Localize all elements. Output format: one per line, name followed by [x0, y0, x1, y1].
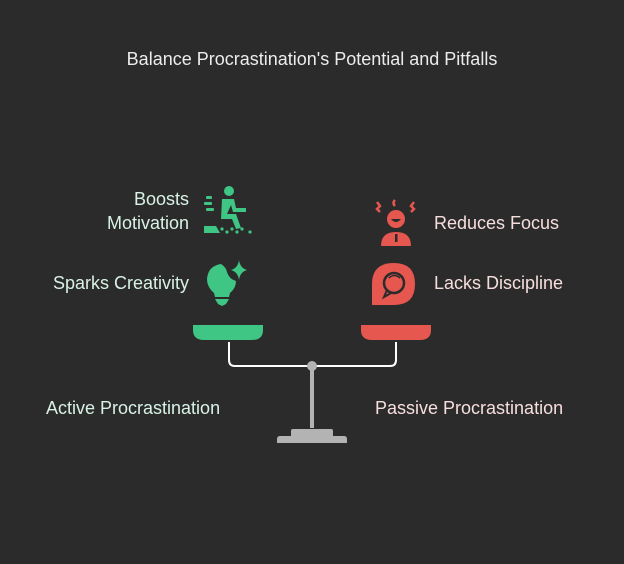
scale-pivot	[307, 361, 317, 371]
boosts-motivation-line2: Motivation	[106, 213, 189, 233]
boosts-motivation-label: Boosts Motivation	[107, 187, 189, 235]
passive-procrastination-label: Passive Procrastination	[375, 398, 564, 418]
reduces-focus-label: Reduces Focus	[434, 213, 560, 233]
boosts-motivation-line1: Boosts	[133, 189, 189, 209]
scale-pillar	[310, 368, 314, 428]
scale-base-bottom	[277, 436, 347, 443]
lacks-discipline-label: Lacks Discipline	[434, 273, 564, 293]
scale-base-top	[291, 429, 333, 436]
active-procrastination-label: Active Procrastination	[46, 398, 221, 418]
left-pan	[193, 325, 263, 340]
sparks-creativity-label: Sparks Creativity	[52, 273, 189, 293]
diagram-title: Balance Procrastination's Potential and …	[126, 49, 498, 69]
right-pan	[361, 325, 431, 340]
